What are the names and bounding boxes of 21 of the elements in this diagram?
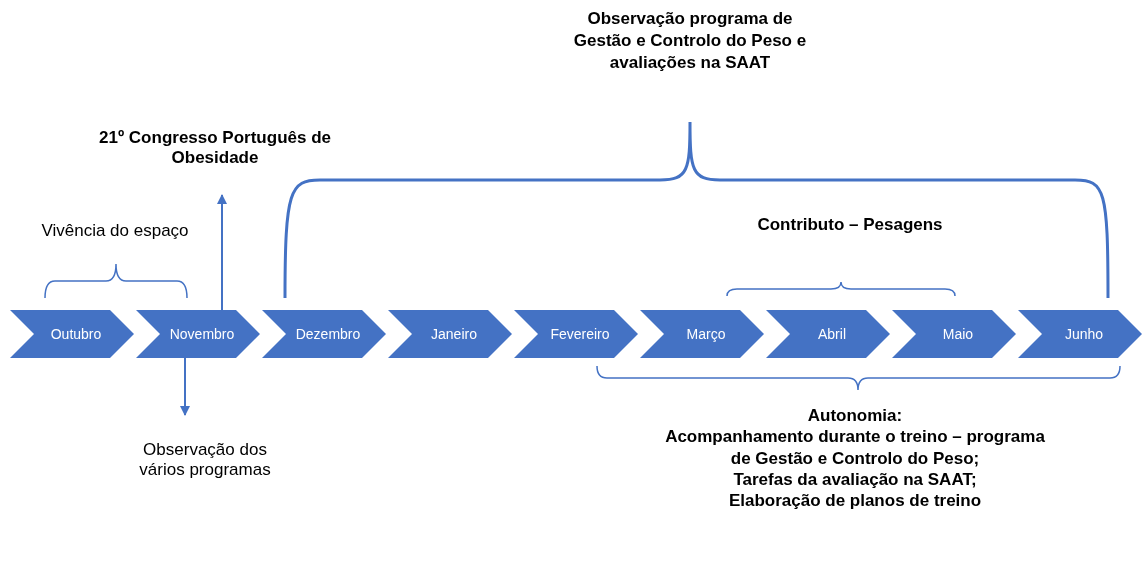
month-label: Fevereiro xyxy=(550,326,610,342)
arrow xyxy=(217,194,227,311)
annotation-text: Observação programa de Gestão e Controlo do Peso e avaliações na SAAT xyxy=(572,8,808,75)
month-label: Março xyxy=(686,326,726,342)
month-label: Novembro xyxy=(169,326,235,342)
arrow xyxy=(180,357,190,416)
annotation-text: Vivência do espaço xyxy=(40,220,190,242)
annotation-text: Autonomia: xyxy=(807,405,903,427)
month-label: Outubro xyxy=(50,326,102,342)
annotation-text: Acompanhamento durante o treino – programa de Gestão e Controlo do Peso; xyxy=(664,426,1046,469)
annotation-text: Contributo – Pesagens xyxy=(756,214,944,236)
timeline-segment xyxy=(1018,310,1142,358)
event-label: 21º Congresso Português de Obesidade xyxy=(98,128,332,168)
event-label: Observação dos vários programas xyxy=(138,440,272,480)
month-label: Junho xyxy=(1064,326,1104,342)
month-label: Dezembro xyxy=(295,326,361,342)
annotation-text: Tarefas da avaliação na SAAT; xyxy=(733,468,977,490)
annotation-text: Elaboração de planos de treino xyxy=(728,490,982,512)
month-label: Janeiro xyxy=(431,326,477,342)
month-label: Maio xyxy=(942,326,974,342)
month-label: Abril xyxy=(818,326,846,342)
